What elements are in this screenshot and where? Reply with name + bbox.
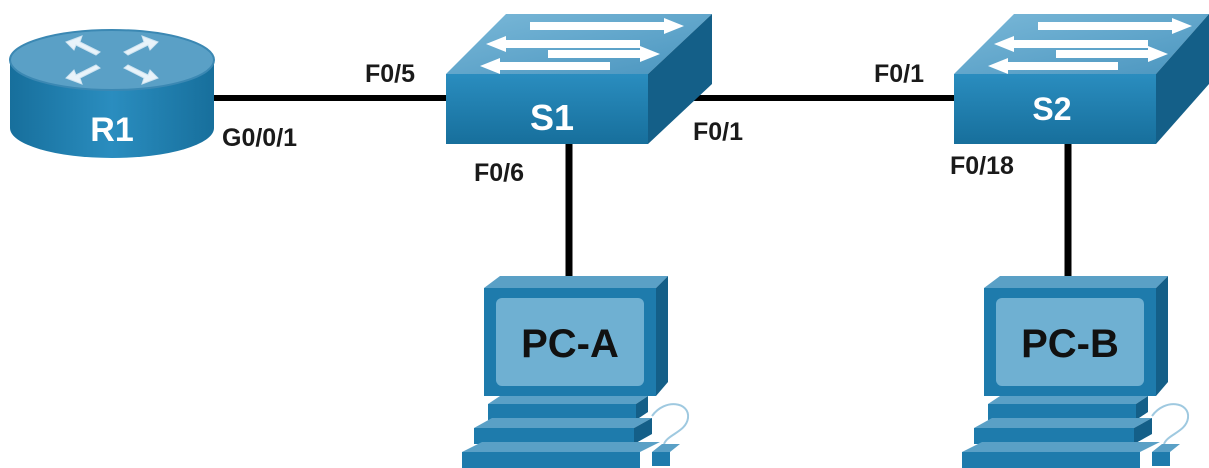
switch-s2-label: S2 [1032,91,1071,127]
pc-a-label: PC-A [521,322,619,366]
switch-s1-label: S1 [530,97,574,138]
router-r1[interactable]: R1 [9,29,215,158]
port-label-s1-f0-5: F0/5 [365,60,415,88]
pc-b-label: PC-B [1021,322,1119,366]
port-label-s1-f0-6: F0/6 [474,159,524,187]
router-r1-label: R1 [90,111,133,149]
switch-icon [446,14,712,144]
pc-icon [462,276,690,468]
pc-icon [962,276,1190,468]
cables [210,95,1072,278]
switch-icon [954,14,1209,144]
port-label-s2-f0-1: F0/1 [874,60,924,88]
port-label-s1-f0-1: F0/1 [693,118,743,146]
router-icon [9,29,215,158]
pc-a[interactable]: PC-A [462,276,690,468]
port-label-r1-g0-0-1: G0/0/1 [222,124,297,152]
port-label-s2-f0-18: F0/18 [950,152,1014,180]
switch-s1[interactable]: S1 [446,14,712,144]
port-labels: G0/0/1 F0/5 F0/1 F0/1 F0/6 F0/18 [222,60,1014,187]
pc-b[interactable]: PC-B [962,276,1190,468]
switch-s2[interactable]: S2 [954,14,1209,144]
